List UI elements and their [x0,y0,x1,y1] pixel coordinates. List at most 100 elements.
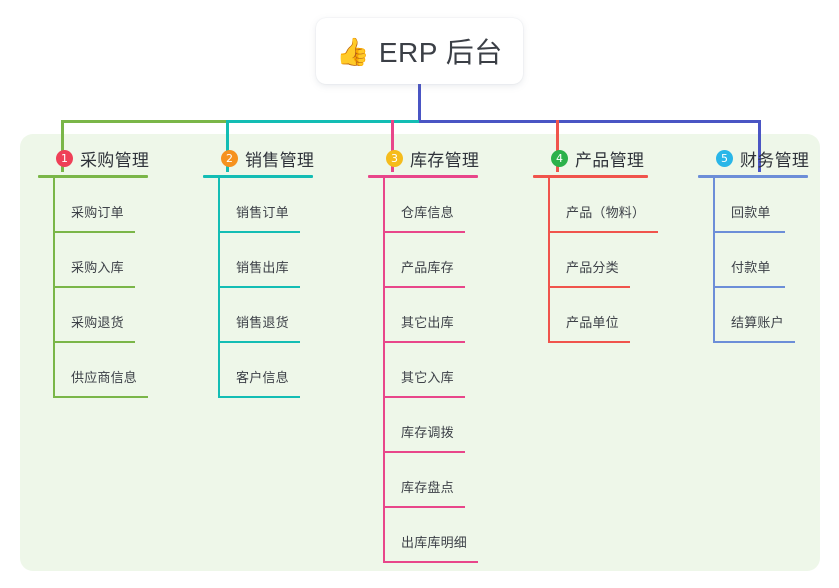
leaf-item[interactable]: 产品（物料） [533,178,698,233]
leaf-label: 产品（物料） [566,205,646,220]
leaf-item[interactable]: 付款单 [698,233,839,288]
leaf-underline [53,341,135,343]
leaf-underline [218,286,300,288]
leaf-label: 产品单位 [566,315,619,330]
branch-spine-3 [383,178,385,563]
branches-panel [20,134,820,571]
branch-header-4[interactable]: 4 产品管理 [533,146,698,170]
branch-title-5: 财务管理 [740,150,810,170]
leaf-underline [548,286,630,288]
leaf-label: 结算账户 [731,315,784,330]
leaf-label: 其它入库 [401,370,454,385]
leaf-item[interactable]: 其它入库 [368,343,528,398]
leaf-underline [218,231,300,233]
branch-column-2: 2 销售管理销售订单销售出库销售退货客户信息 [203,146,353,398]
branch-title-2: 销售管理 [245,150,315,170]
leaf-list-1: 采购订单采购入库采购退货供应商信息 [38,178,188,398]
leaf-underline [53,231,135,233]
leaf-underline [548,341,630,343]
leaf-item[interactable]: 结算账户 [698,288,839,343]
leaf-label: 采购退货 [71,315,124,330]
leaf-label: 供应商信息 [71,370,138,385]
leaf-label: 库存盘点 [401,480,454,495]
branch-column-1: 1 采购管理采购订单采购入库采购退货供应商信息 [38,146,188,398]
root-title: ERP 后台 [378,37,503,68]
leaf-item[interactable]: 销售出库 [203,233,353,288]
leaf-item[interactable]: 产品单位 [533,288,698,343]
leaf-label: 其它出库 [401,315,454,330]
leaf-label: 客户信息 [236,370,289,385]
thumbs-up-icon: 👍 [336,36,370,67]
leaf-item[interactable]: 产品分类 [533,233,698,288]
leaf-label: 产品分类 [566,260,619,275]
branch-header-2[interactable]: 2 销售管理 [203,146,353,170]
root-node[interactable]: 👍 ERP 后台 [316,18,523,84]
leaf-item[interactable]: 销售订单 [203,178,353,233]
leaf-list-4: 产品（物料） 产品分类产品单位 [533,178,698,343]
branch-rule-5 [698,175,808,178]
branch-spine-5 [713,178,715,343]
leaf-underline [218,396,300,398]
branch-rule-4 [533,175,648,178]
branch-title-1: 采购管理 [80,150,150,170]
leaf-item[interactable]: 采购入库 [38,233,188,288]
leaf-item[interactable]: 出库库明细 [368,508,528,563]
branch-spine-2 [218,178,220,398]
leaf-underline [383,396,465,398]
leaf-label: 采购入库 [71,260,124,275]
leaf-list-3: 仓库信息产品库存其它出库其它入库库存调拨库存盘点出库库明细 [368,178,528,563]
leaf-item[interactable]: 仓库信息 [368,178,528,233]
branch-badge-1: 1 [56,149,73,167]
leaf-label: 付款单 [731,260,771,275]
leaf-underline [383,506,465,508]
branch-badge-2: 2 [221,149,238,167]
leaf-underline [218,341,300,343]
leaf-underline [383,451,465,453]
branch-column-4: 4 产品管理产品（物料） 产品分类产品单位 [533,146,698,343]
leaf-list-5: 回款单付款单结算账户 [698,178,839,343]
branch-header-1[interactable]: 1 采购管理 [38,146,188,170]
leaf-item[interactable]: 采购退货 [38,288,188,343]
leaf-underline [383,286,465,288]
leaf-underline [383,341,465,343]
leaf-item[interactable]: 采购订单 [38,178,188,233]
leaf-underline [383,231,465,233]
leaf-underline [53,286,135,288]
leaf-label: 采购订单 [71,205,124,220]
leaf-item[interactable]: 客户信息 [203,343,353,398]
leaf-label: 销售订单 [236,205,289,220]
branch-rule-3 [368,175,478,178]
leaf-underline [713,341,795,343]
leaf-underline [383,561,478,563]
leaf-item[interactable]: 回款单 [698,178,839,233]
branch-badge-4: 4 [551,149,568,167]
branch-badge-3: 3 [386,149,403,167]
leaf-item[interactable]: 销售退货 [203,288,353,343]
leaf-item[interactable]: 库存调拨 [368,398,528,453]
leaf-item[interactable]: 产品库存 [368,233,528,288]
branch-rule-1 [38,175,148,178]
leaf-underline [548,231,658,233]
branch-rule-2 [203,175,313,178]
leaf-underline [713,286,785,288]
leaf-underline [713,231,785,233]
branch-spine-1 [53,178,55,398]
leaf-item[interactable]: 库存盘点 [368,453,528,508]
leaf-item[interactable]: 其它出库 [368,288,528,343]
branch-column-3: 3 库存管理仓库信息产品库存其它出库其它入库库存调拨库存盘点出库库明细 [368,146,528,563]
branch-spine-4 [548,178,550,343]
leaf-label: 销售出库 [236,260,289,275]
leaf-label: 库存调拨 [401,425,454,440]
leaf-label: 回款单 [731,205,771,220]
leaf-item[interactable]: 供应商信息 [38,343,188,398]
leaf-list-2: 销售订单销售出库销售退货客户信息 [203,178,353,398]
leaf-underline [53,396,148,398]
branch-title-3: 库存管理 [410,150,480,170]
branch-title-4: 产品管理 [575,150,645,170]
branch-header-3[interactable]: 3 库存管理 [368,146,528,170]
leaf-label: 出库库明细 [401,535,468,550]
leaf-label: 仓库信息 [401,205,454,220]
leaf-label: 产品库存 [401,260,454,275]
